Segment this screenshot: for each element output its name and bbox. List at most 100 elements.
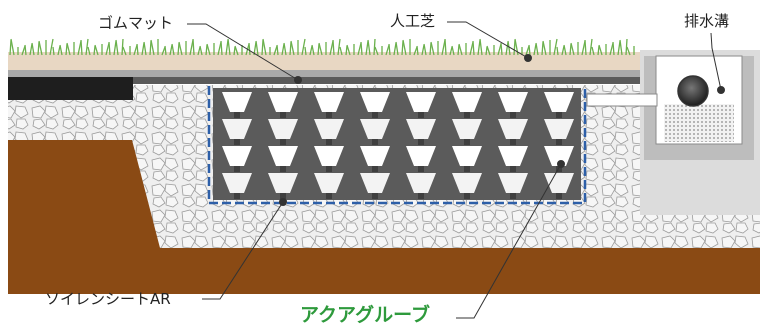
grass-blade bbox=[367, 39, 371, 56]
block-void bbox=[314, 119, 344, 139]
grass-blade bbox=[619, 39, 623, 56]
block-post bbox=[234, 112, 240, 118]
drain-structure bbox=[586, 50, 760, 215]
grass-blade bbox=[514, 38, 519, 56]
grass-blade bbox=[234, 45, 239, 56]
grass-blade bbox=[192, 38, 195, 56]
grass-blade bbox=[598, 44, 603, 56]
grass-blade bbox=[528, 44, 531, 56]
block-post bbox=[418, 112, 424, 118]
block-void bbox=[314, 173, 344, 193]
leader-product bbox=[456, 163, 562, 319]
grass-blade bbox=[276, 44, 279, 56]
grass-blade bbox=[262, 38, 267, 56]
leader-drain bbox=[710, 32, 722, 91]
grass-blade bbox=[402, 39, 407, 56]
block-post bbox=[510, 193, 516, 199]
grass-blade bbox=[332, 39, 335, 56]
grass-blade bbox=[486, 45, 491, 56]
block-post bbox=[326, 166, 332, 172]
grass-blade bbox=[451, 45, 455, 56]
block-post bbox=[556, 193, 562, 199]
block-void bbox=[222, 119, 252, 139]
block-post bbox=[510, 166, 516, 172]
leader-sheet bbox=[202, 201, 284, 300]
grass-blade bbox=[248, 42, 251, 56]
grass-blade bbox=[290, 40, 295, 56]
grass-blade bbox=[542, 40, 547, 56]
block-void bbox=[406, 173, 436, 193]
label-rubber-mat: ゴムマット bbox=[98, 14, 174, 32]
block-void bbox=[360, 119, 390, 139]
grass-blade bbox=[416, 45, 419, 56]
block-post bbox=[372, 139, 378, 145]
grass-blade bbox=[49, 38, 54, 56]
grass-blade bbox=[318, 42, 323, 56]
block-void bbox=[268, 92, 298, 112]
block-post bbox=[326, 112, 332, 118]
block-void bbox=[314, 146, 344, 166]
label-artificial-turf: 人工芝 bbox=[390, 12, 436, 30]
grass-blade bbox=[87, 46, 91, 56]
block-post bbox=[418, 166, 424, 172]
grass-blade bbox=[136, 43, 139, 56]
block-void bbox=[452, 119, 482, 139]
block-post bbox=[510, 112, 516, 118]
aqua-groove-blocks bbox=[213, 88, 581, 200]
grass-blade bbox=[52, 46, 55, 56]
block-post bbox=[372, 193, 378, 199]
soilen-sheet-outline bbox=[207, 86, 587, 205]
block-void bbox=[452, 92, 482, 112]
grass-blade bbox=[373, 38, 376, 56]
leader-artificial-turf bbox=[447, 21, 529, 59]
block-post bbox=[280, 193, 286, 199]
grass-blade bbox=[346, 44, 351, 56]
block-void bbox=[268, 146, 298, 166]
grass-blade bbox=[472, 40, 475, 56]
block-frame bbox=[213, 88, 581, 200]
grass-blade bbox=[122, 46, 127, 56]
grass-blade bbox=[150, 39, 155, 56]
grass-blade bbox=[108, 41, 111, 56]
grass-blade bbox=[563, 44, 567, 56]
block-void bbox=[498, 119, 528, 139]
grass-blade bbox=[255, 40, 259, 56]
block-post bbox=[464, 112, 470, 118]
grass-blade bbox=[115, 39, 119, 56]
block-void bbox=[544, 119, 574, 139]
block-post bbox=[372, 112, 378, 118]
grass-blade bbox=[206, 43, 211, 56]
grass-blade bbox=[500, 42, 503, 56]
grass-blade bbox=[337, 38, 341, 56]
grass-blade bbox=[360, 41, 363, 56]
grass-blade bbox=[626, 46, 631, 56]
block-post bbox=[418, 139, 424, 145]
grass-blade bbox=[220, 40, 223, 56]
grass-blade bbox=[24, 44, 27, 56]
grass-blade bbox=[388, 43, 391, 56]
block-post bbox=[464, 139, 470, 145]
block-post bbox=[418, 193, 424, 199]
block-void bbox=[268, 119, 298, 139]
block-void bbox=[406, 92, 436, 112]
block-void bbox=[360, 92, 390, 112]
block-void bbox=[406, 146, 436, 166]
block-post bbox=[464, 193, 470, 199]
block-post bbox=[510, 139, 516, 145]
drain-pipe-icon bbox=[677, 75, 709, 107]
block-void bbox=[498, 146, 528, 166]
grass-blade bbox=[59, 44, 63, 56]
rubber-mat-layer bbox=[8, 70, 640, 77]
grass-blade bbox=[507, 40, 511, 56]
grass-blade bbox=[121, 38, 124, 56]
grass-blade bbox=[612, 41, 615, 56]
grass-blade bbox=[178, 41, 183, 56]
grass-blade bbox=[374, 46, 379, 56]
block-post bbox=[556, 166, 562, 172]
label-sheet: ソイレンシートAR bbox=[45, 290, 171, 308]
grass-blade bbox=[591, 46, 595, 56]
block-void bbox=[544, 92, 574, 112]
label-product: アクアグルーブ bbox=[300, 304, 430, 326]
black-band bbox=[8, 77, 133, 100]
turf-base bbox=[8, 52, 640, 72]
